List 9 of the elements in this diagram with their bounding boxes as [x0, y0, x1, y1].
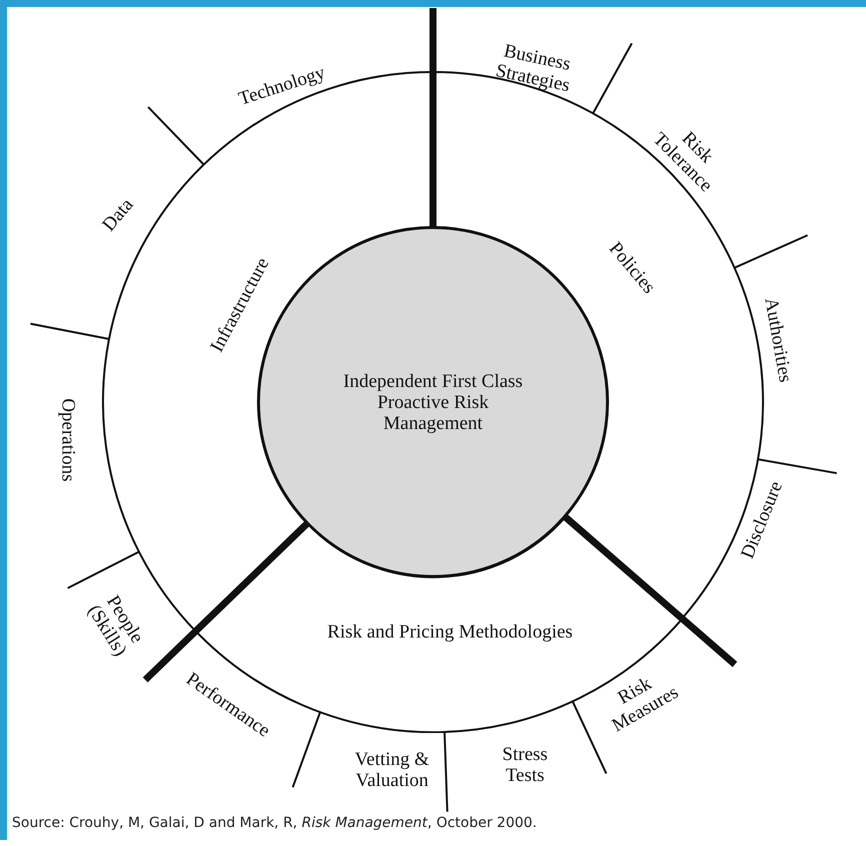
center-text: Independent First Class Proactive Risk Management	[342, 370, 524, 434]
source-caption: Source: Crouhy, M, Galai, D and Mark, R, Risk Management, October 2000.	[12, 815, 537, 831]
segment-label: Authorities	[760, 296, 796, 384]
segment-label: Vetting & Valuation	[354, 749, 430, 791]
segment-label: Operations	[58, 398, 78, 482]
segment-label: Stress Tests	[501, 744, 549, 786]
segment-label: Data	[98, 194, 138, 236]
sector-label: Risk and Pricing Methodologies	[327, 621, 573, 642]
segment-label: Business Strategies	[492, 39, 574, 98]
